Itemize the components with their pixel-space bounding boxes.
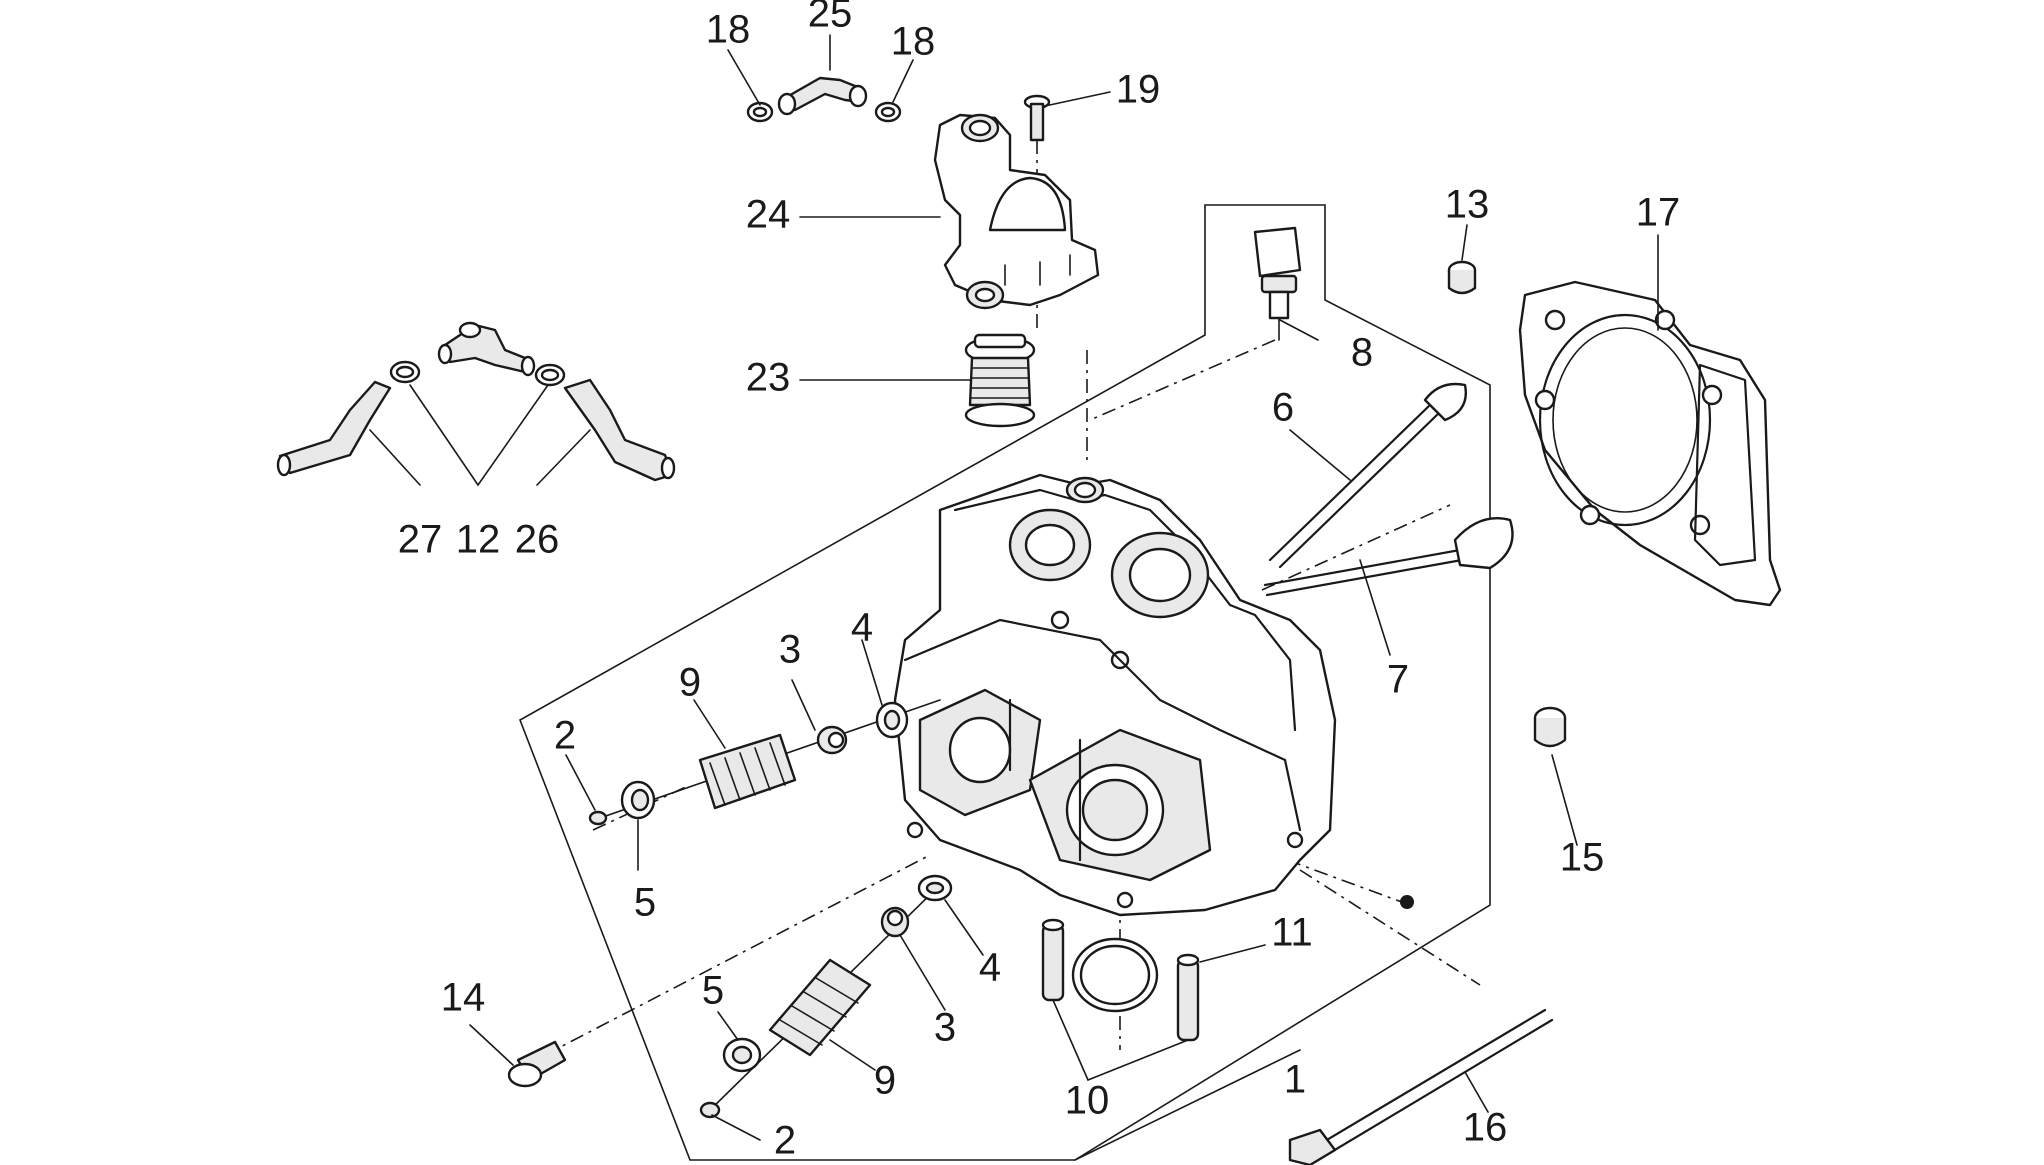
callout-labels: 18 25 18 19 24 13 17 8 23 6 27 12 26 3 4… — [398, 0, 1681, 1163]
callout-14: 14 — [441, 976, 486, 1020]
o-ring-11 — [1071, 937, 1159, 1013]
callout-2-upper: 2 — [554, 714, 576, 758]
hose-27 — [276, 380, 392, 477]
dowel-10-left — [1041, 918, 1065, 1002]
seal-3-upper — [816, 725, 848, 755]
clamp-18-left — [746, 101, 774, 123]
callout-11: 11 — [1271, 911, 1313, 955]
collet-2-upper — [588, 810, 608, 826]
callout-19: 19 — [1116, 68, 1161, 112]
callout-15: 15 — [1560, 836, 1605, 880]
cylinder-head-1 — [893, 473, 1337, 917]
callout-7: 7 — [1387, 658, 1409, 702]
valve-6 — [1268, 382, 1467, 569]
head-gasket-17 — [1518, 280, 1782, 607]
callout-12: 12 — [456, 518, 501, 562]
callout-16: 16 — [1463, 1106, 1508, 1150]
callout-27: 27 — [398, 518, 443, 562]
callout-4-lower: 4 — [979, 946, 1001, 990]
retainer-5-lower — [722, 1037, 762, 1073]
callout-6: 6 — [1272, 386, 1294, 430]
bush-13 — [1447, 260, 1477, 295]
spring-9-lower — [768, 958, 872, 1057]
dowel-10-right — [1176, 953, 1200, 1042]
leader-lines — [369, 34, 1659, 1161]
plug-14 — [507, 1040, 567, 1088]
callout-5-upper: 5 — [634, 881, 656, 925]
thermostat-housing-24 — [933, 113, 1100, 310]
spring-9-upper — [698, 733, 797, 810]
callout-10: 10 — [1065, 1079, 1110, 1123]
callout-18-left: 18 — [706, 8, 751, 52]
collet-2-lower — [699, 1101, 721, 1119]
callout-17: 17 — [1636, 191, 1681, 235]
callout-26: 26 — [515, 518, 560, 562]
assembly-boundary — [519, 204, 1491, 1161]
callout-18-right: 18 — [891, 20, 936, 64]
retainer-5-upper — [620, 780, 656, 820]
temperature-sensor-8 — [1253, 226, 1302, 341]
valve-train-lower — [699, 874, 953, 1119]
washer-4-lower — [917, 874, 953, 902]
callout-4-upper: 4 — [851, 606, 873, 650]
hose-26 — [563, 378, 676, 482]
callout-1: 1 — [1284, 1058, 1306, 1102]
callout-5-lower: 5 — [702, 969, 724, 1013]
thermostat-23 — [964, 333, 1036, 428]
hose-25 — [777, 76, 868, 116]
clamp-12-right — [534, 363, 566, 387]
callout-13: 13 — [1445, 183, 1490, 227]
seal-3-lower — [880, 906, 910, 938]
callout-3-lower: 3 — [934, 1006, 956, 1050]
callout-8: 8 — [1351, 331, 1373, 375]
washer-4-upper — [875, 701, 909, 739]
clamp-18-right — [874, 101, 902, 123]
hose-fitting-left — [437, 321, 536, 377]
stud-bolt-16 — [1288, 1008, 1554, 1165]
callout-3-upper: 3 — [779, 628, 801, 672]
callout-24: 24 — [746, 193, 791, 237]
callout-9-lower: 9 — [874, 1059, 896, 1103]
callout-25: 25 — [808, 0, 853, 36]
callout-9-upper: 9 — [679, 661, 701, 705]
bush-15 — [1533, 706, 1567, 748]
clamp-12-left — [389, 360, 421, 384]
callout-23: 23 — [746, 356, 791, 400]
valve-train-upper — [588, 699, 941, 826]
callout-2-lower: 2 — [774, 1119, 796, 1163]
reference-dot — [1400, 895, 1414, 909]
